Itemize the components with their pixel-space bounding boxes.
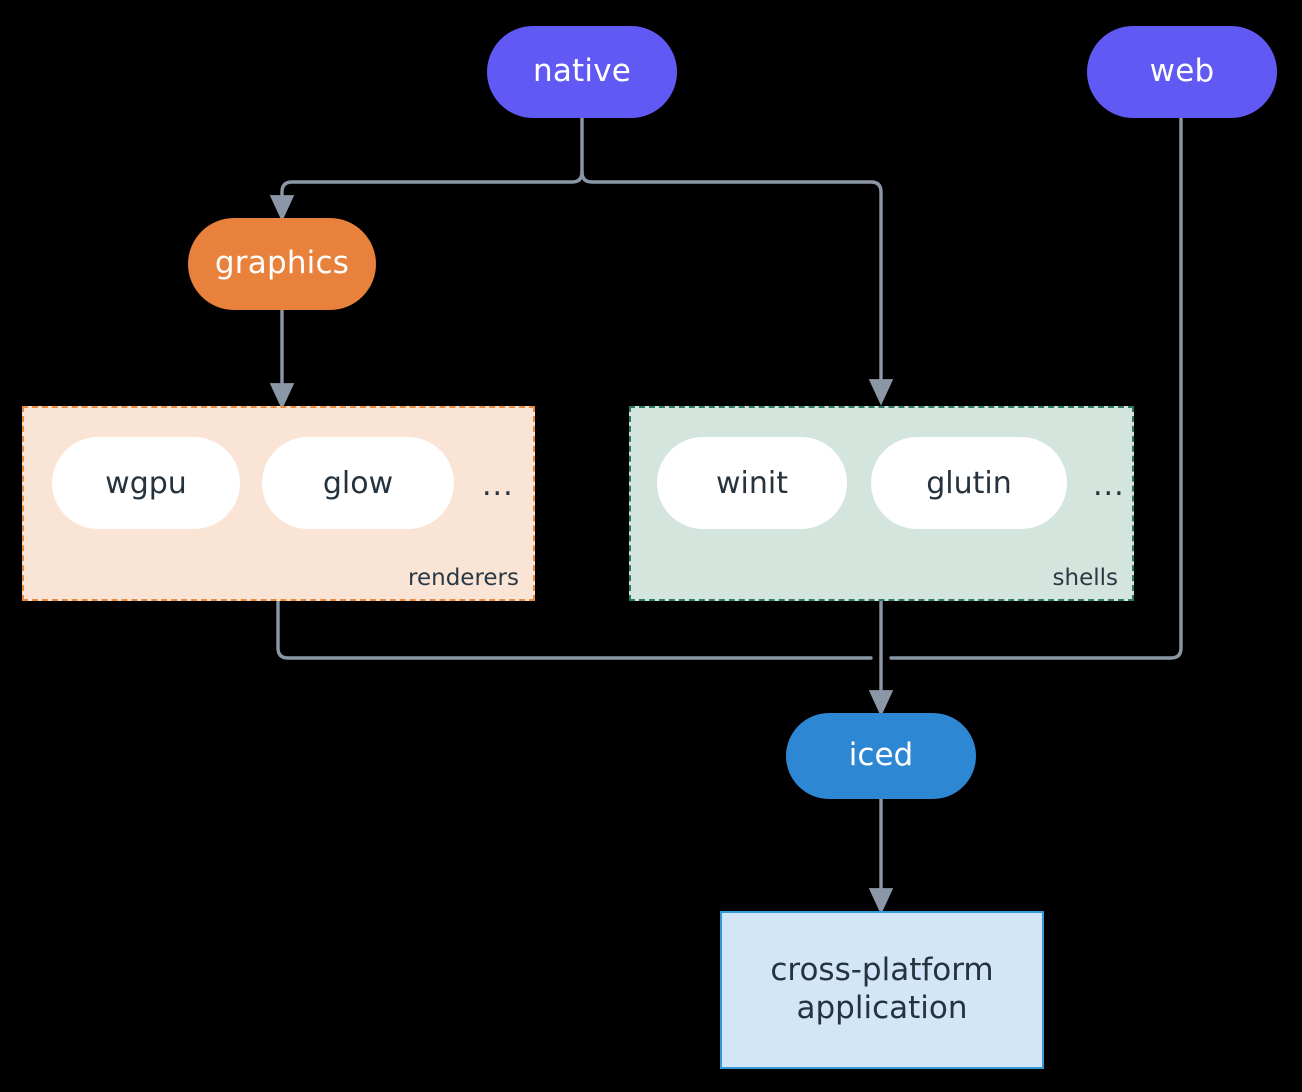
app-label-line-1: cross-platform [770, 952, 994, 989]
node-iced[interactable]: iced [786, 713, 976, 799]
app-label-line-2: application [796, 990, 968, 1026]
node-wgpu[interactable]: wgpu [52, 437, 240, 529]
group-shells-label: shells [1052, 565, 1118, 591]
node-glutin[interactable]: glutin [871, 437, 1067, 529]
node-glow-label: glow [322, 465, 394, 501]
node-cross-platform-application[interactable]: cross-platform application [720, 911, 1044, 1069]
node-winit-label: winit [716, 465, 788, 501]
node-web-label: web [1149, 53, 1215, 90]
node-native-label: native [532, 53, 632, 90]
node-glutin-label: glutin [926, 465, 1012, 501]
group-shells[interactable]: winit glutin ... shells [629, 406, 1134, 601]
shells-overflow-ellipsis: ... [1093, 468, 1125, 503]
node-winit[interactable]: winit [657, 437, 847, 529]
node-graphics-label: graphics [214, 245, 350, 282]
node-web[interactable]: web [1087, 26, 1277, 118]
node-graphics[interactable]: graphics [188, 218, 376, 310]
node-glow[interactable]: glow [262, 437, 454, 529]
node-wgpu-label: wgpu [105, 465, 187, 501]
node-native[interactable]: native [487, 26, 677, 118]
edge-native-to-graphics [269, 170, 584, 222]
group-renderers-label: renderers [408, 565, 519, 591]
group-renderers[interactable]: wgpu glow ... renderers [22, 406, 535, 601]
node-iced-label: iced [848, 737, 914, 774]
edge-renderers-to-iced [276, 599, 873, 660]
edge-native-to-shells [580, 170, 894, 406]
renderers-overflow-ellipsis: ... [482, 468, 514, 503]
